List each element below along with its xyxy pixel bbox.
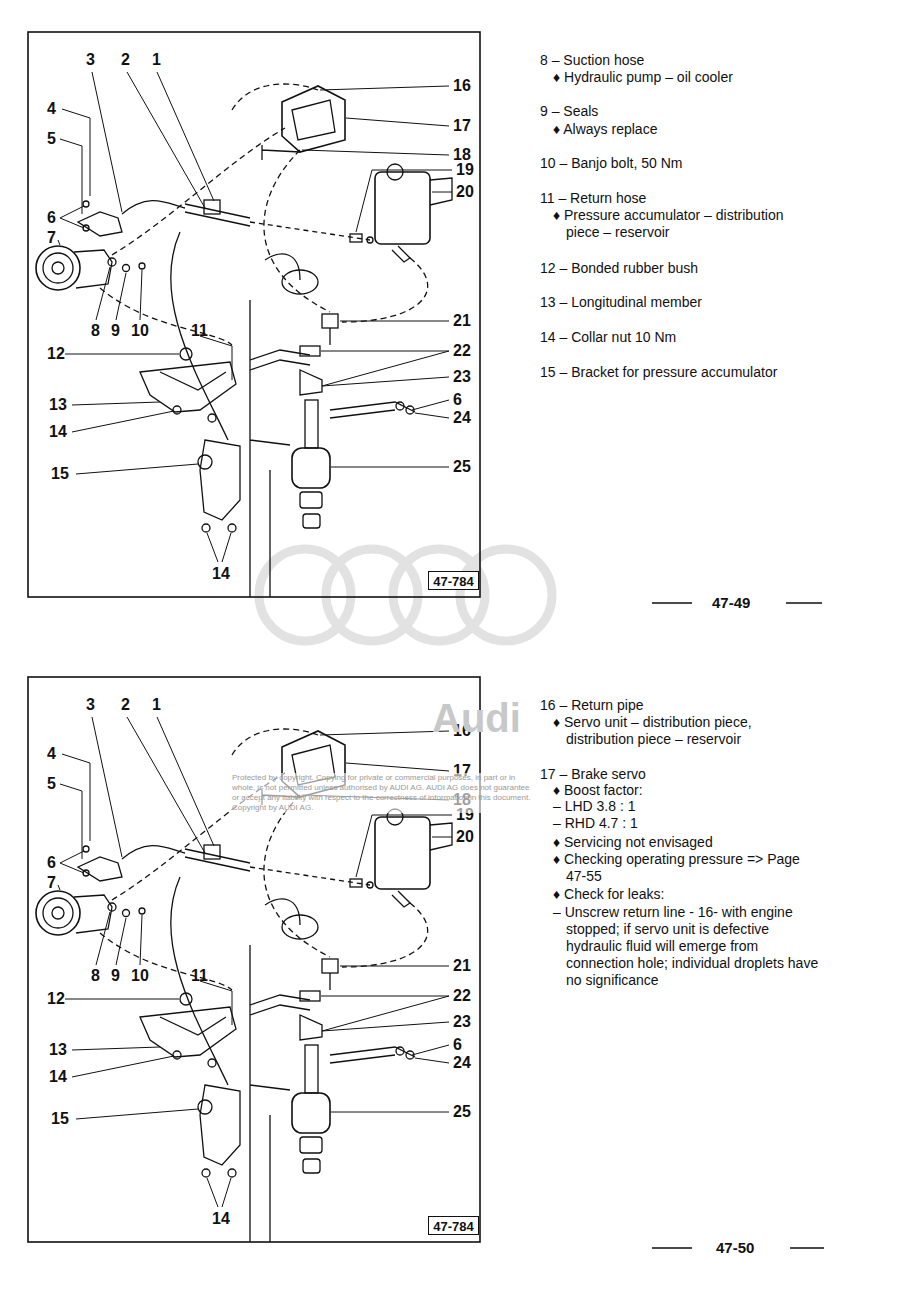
callout-number: 3 bbox=[86, 52, 95, 68]
part-heading: 15 – Bracket for pressure accumulator bbox=[540, 364, 802, 381]
callout-number: 21 bbox=[453, 313, 471, 329]
callout-number: 23 bbox=[453, 1014, 471, 1030]
part-heading: 8 – Suction hose bbox=[540, 52, 830, 69]
figure-number-box: 47-784 bbox=[428, 571, 479, 590]
callout-number: 13 bbox=[49, 1042, 67, 1058]
callout-number: 4 bbox=[47, 101, 56, 117]
callout-number: 8 bbox=[91, 323, 100, 339]
callout-number: 1 bbox=[152, 52, 161, 68]
part-note: – LHD 3.8 : 1 bbox=[553, 798, 833, 815]
callout-number: 3 bbox=[86, 697, 95, 713]
callout-number: 25 bbox=[453, 1104, 471, 1120]
callout-number: 23 bbox=[453, 369, 471, 385]
part-note: ♦ Always replace bbox=[553, 121, 833, 138]
part-note: ♦ Servo unit – distribution piece, distr… bbox=[553, 714, 815, 748]
callout-number: 14 bbox=[212, 566, 230, 582]
callout-number: 17 bbox=[453, 118, 471, 134]
callout-number: 4 bbox=[47, 746, 56, 762]
part-note: ♦ Boost factor: bbox=[553, 782, 833, 799]
callout-number: 6 bbox=[47, 210, 56, 226]
part-heading: 16 – Return pipe bbox=[540, 697, 830, 714]
callout-number: 1 bbox=[152, 697, 161, 713]
callout-number: 10 bbox=[131, 323, 149, 339]
part-note: ♦ Check for leaks: bbox=[553, 886, 833, 903]
callout-number: 7 bbox=[47, 875, 56, 891]
callout-number: 22 bbox=[453, 343, 471, 359]
part-note: – RHD 4.7 : 1 bbox=[553, 815, 833, 832]
callout-number: 14 bbox=[212, 1211, 230, 1227]
callout-number: 9 bbox=[111, 323, 120, 339]
callout-number: 9 bbox=[111, 968, 120, 984]
callout-number: 20 bbox=[456, 829, 474, 845]
part-note: ♦ Checking operating pressure => Page 47… bbox=[553, 851, 803, 885]
callout-number: 21 bbox=[453, 958, 471, 974]
callout-number: 11 bbox=[191, 968, 208, 984]
callout-number: 24 bbox=[453, 1055, 471, 1071]
callout-number: 2 bbox=[121, 697, 130, 713]
copyright-notice: Protected by copyright. Copying for priv… bbox=[232, 773, 532, 813]
figure-number: 47-784 bbox=[433, 574, 473, 589]
part-note: ♦ Pressure accumulator – distribution pi… bbox=[553, 207, 815, 241]
callout-number: 6 bbox=[47, 855, 56, 871]
figure-number: 47-784 bbox=[433, 1219, 473, 1234]
part-heading: 17 – Brake servo bbox=[540, 766, 830, 783]
callout-number: 12 bbox=[47, 346, 65, 362]
watermark: Audi bbox=[432, 696, 521, 740]
callout-number: 16 bbox=[453, 78, 471, 94]
callout-number: 14 bbox=[49, 424, 67, 440]
part-heading: 14 – Collar nut 10 Nm bbox=[540, 329, 830, 346]
callout-number: 6 bbox=[453, 392, 462, 408]
part-heading: 13 – Longitudinal member bbox=[540, 294, 830, 311]
callout-number: 15 bbox=[51, 1111, 69, 1127]
page-number: 47-49 bbox=[712, 594, 750, 611]
part-heading: 12 – Bonded rubber bush bbox=[540, 260, 830, 277]
part-heading: 11 – Return hose bbox=[540, 190, 830, 207]
line-art bbox=[460, 549, 552, 641]
callout-number: 13 bbox=[49, 397, 67, 413]
part-heading: 10 – Banjo bolt, 50 Nm bbox=[540, 155, 830, 172]
callout-number: 15 bbox=[51, 466, 69, 482]
callout-number: 2 bbox=[121, 52, 130, 68]
callout-number: 25 bbox=[453, 459, 471, 475]
callout-number: 5 bbox=[47, 776, 56, 792]
callout-number: 7 bbox=[47, 230, 56, 246]
callout-number: 22 bbox=[453, 988, 471, 1004]
callout-number: 10 bbox=[131, 968, 149, 984]
callout-number: 19 bbox=[456, 162, 474, 178]
callout-number: 6 bbox=[453, 1037, 462, 1053]
callout-number: 5 bbox=[47, 131, 56, 147]
callout-number: 18 bbox=[453, 147, 471, 163]
part-note: ♦ Hydraulic pump – oil cooler bbox=[553, 69, 833, 86]
part-note: – Unscrew return line - 16- with engine … bbox=[553, 904, 825, 989]
callout-number: 14 bbox=[49, 1069, 67, 1085]
callout-number: 20 bbox=[456, 184, 474, 200]
callout-number: 11 bbox=[191, 323, 208, 339]
callout-number: 8 bbox=[91, 968, 100, 984]
hydraulic-system-figure bbox=[28, 32, 480, 597]
part-heading: 9 – Seals bbox=[540, 103, 830, 120]
page-number: 47-50 bbox=[716, 1239, 754, 1256]
audi-rings-watermark bbox=[259, 549, 552, 641]
part-note: ♦ Servicing not envisaged bbox=[553, 834, 833, 851]
callout-number: 12 bbox=[47, 991, 65, 1007]
figure-number-box: 47-784 bbox=[428, 1216, 479, 1235]
callout-number: 24 bbox=[453, 410, 471, 426]
hydraulic-system-figure bbox=[28, 677, 480, 1242]
